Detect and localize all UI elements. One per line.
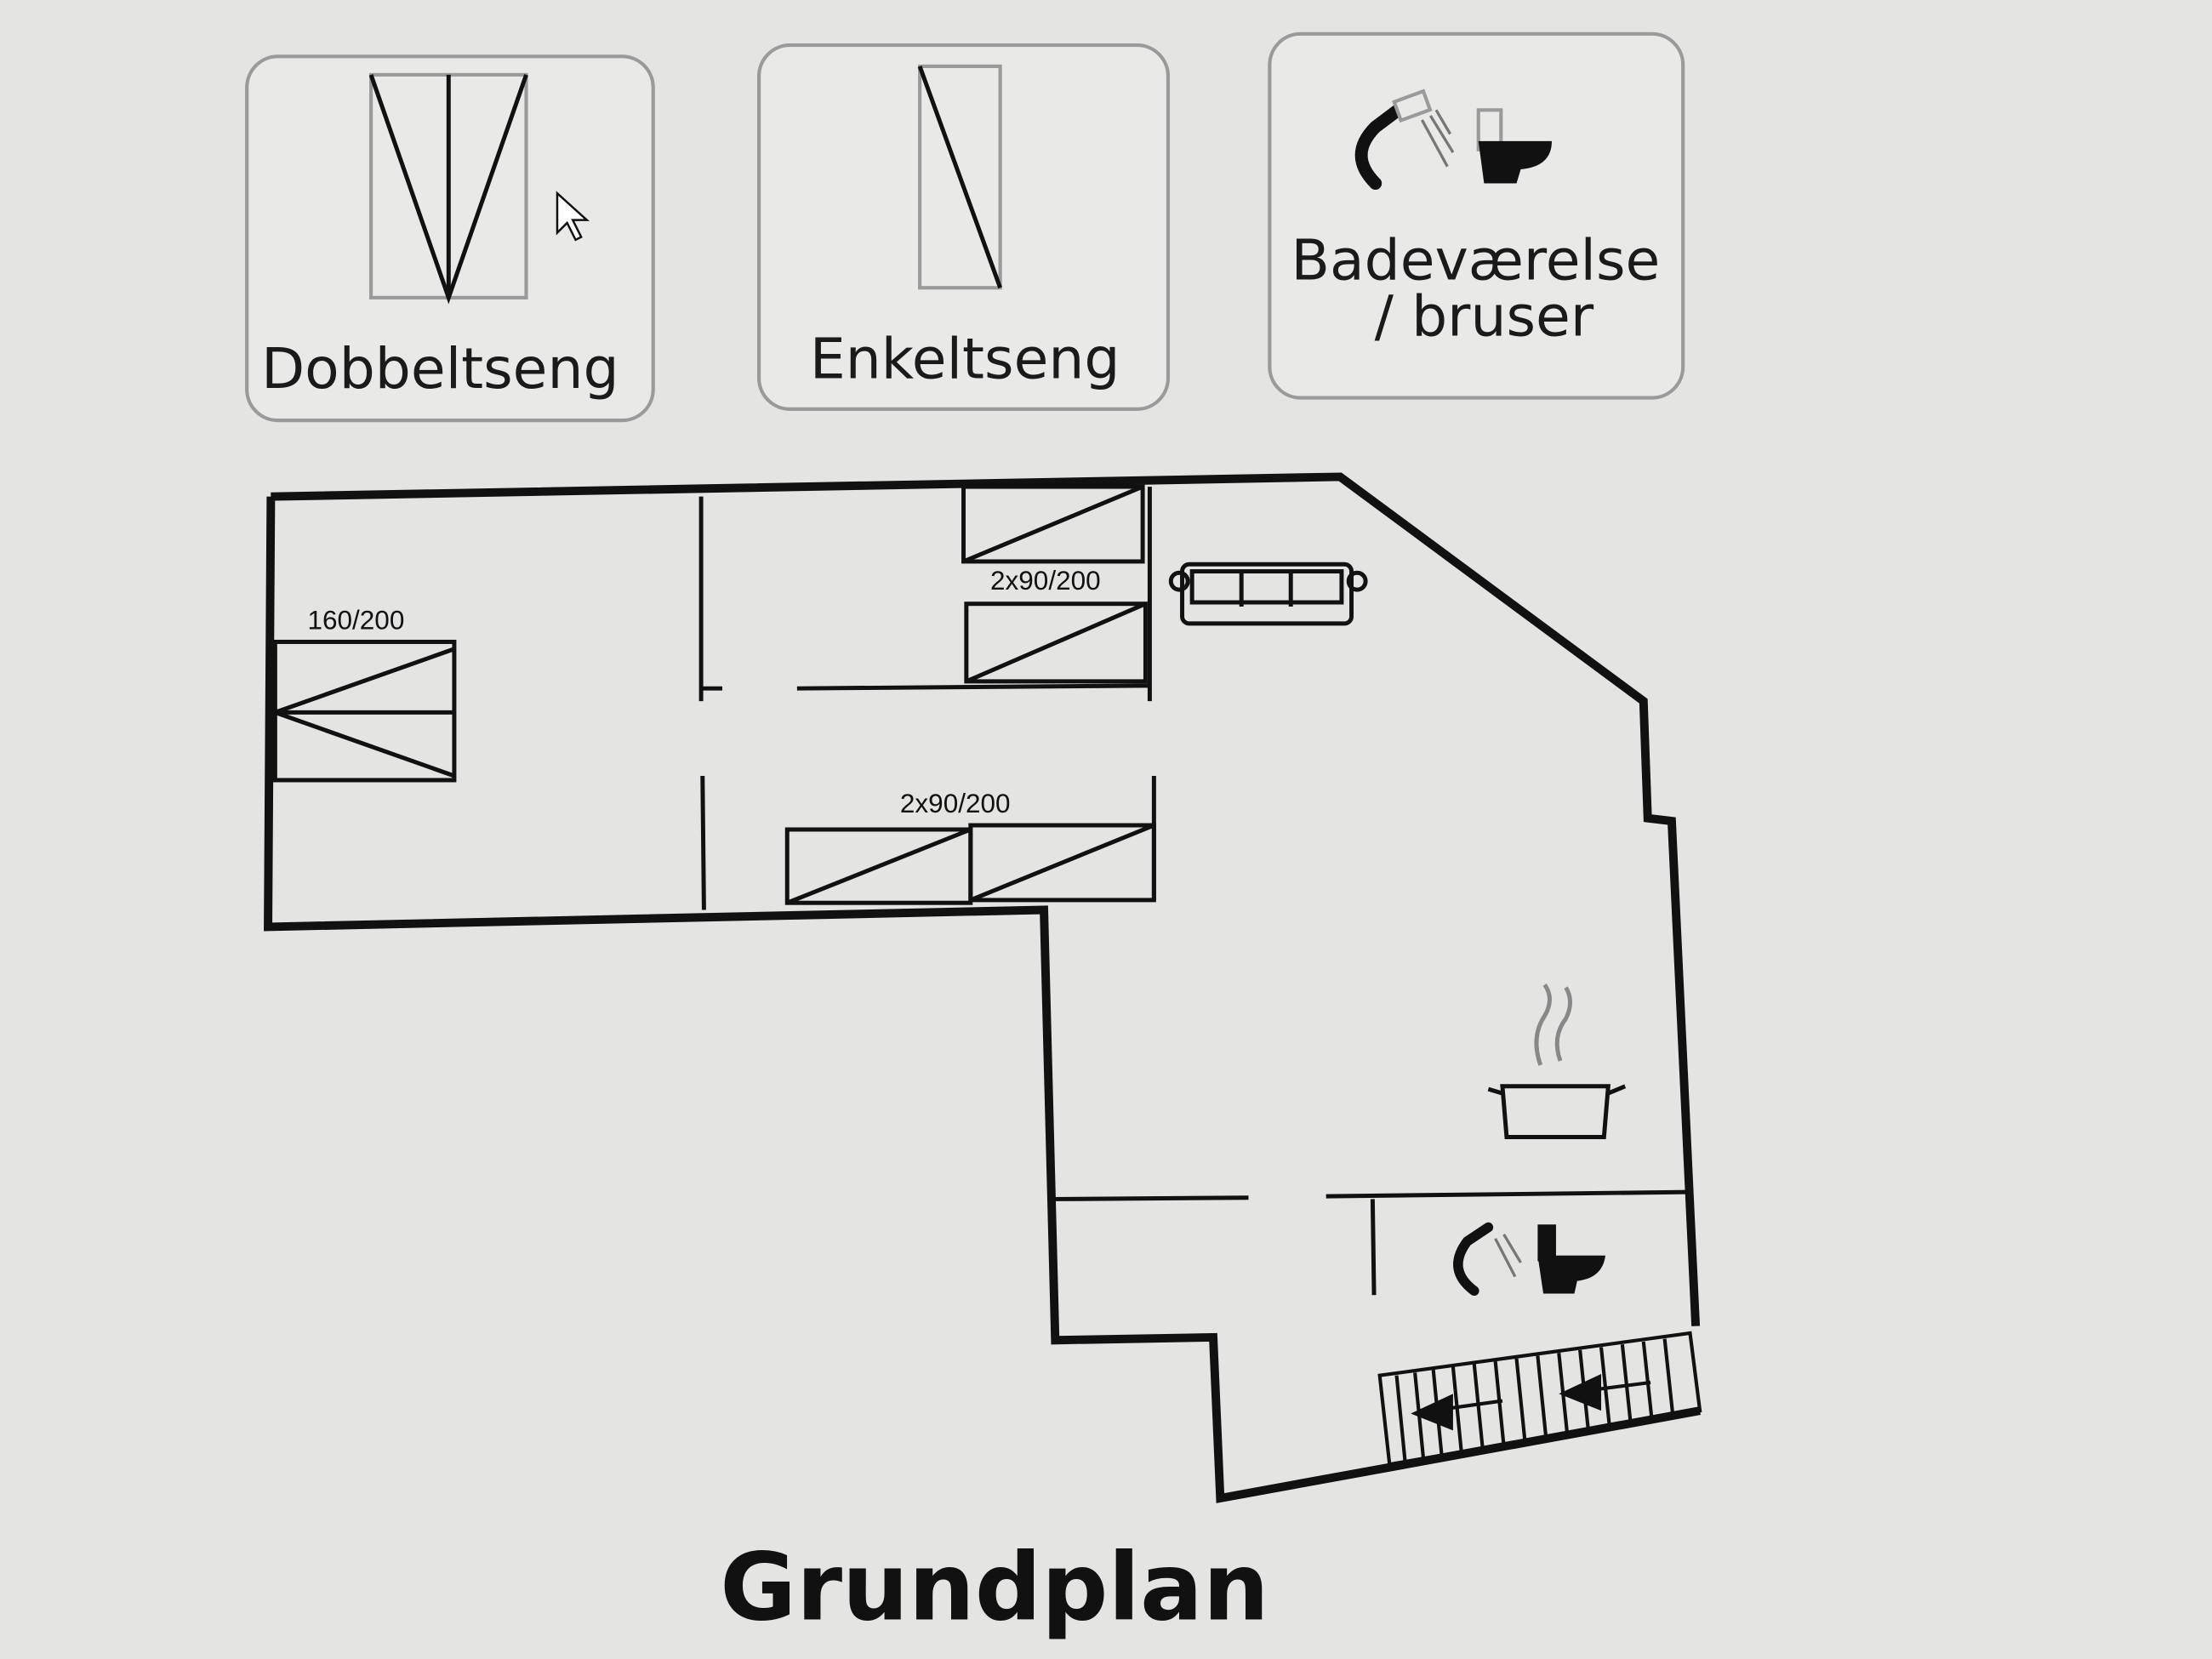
legend-double-bed-button[interactable]: Dobbeltseng bbox=[245, 54, 655, 423]
legend-bathroom-button[interactable]: Badeværelse / bruser bbox=[1268, 31, 1685, 400]
legend-bathroom-label-line2: / bruser bbox=[1375, 283, 1594, 350]
kitchen-pot-icon bbox=[1487, 983, 1627, 1139]
floor-plan: 160/200 2x90/200 2x90/200 bbox=[264, 472, 1702, 1503]
single-beds-bottom bbox=[784, 823, 1156, 905]
legend-double-bed-label: Dobbeltseng bbox=[261, 335, 619, 402]
sofa-icon bbox=[1168, 562, 1368, 626]
single-beds-top bbox=[961, 484, 1148, 684]
mouse-cursor-icon bbox=[556, 191, 590, 242]
bunk-top-size-label: 2x90/200 bbox=[990, 565, 1101, 596]
outer-walls bbox=[264, 472, 1701, 1503]
double-bed bbox=[272, 639, 457, 783]
stairs bbox=[1377, 1331, 1702, 1467]
bunk-bottom-size-label: 2x90/200 bbox=[900, 788, 1011, 818]
stairs-arrow-icon bbox=[1411, 1374, 1602, 1431]
shower-icon bbox=[1354, 88, 1455, 191]
plan-title: Grundplan bbox=[720, 1533, 1268, 1642]
legend-bathroom-label-line1: Badeværelse bbox=[1291, 226, 1661, 293]
legend-single-bed-button[interactable]: Enkeltseng bbox=[757, 43, 1171, 411]
double-bed-icon bbox=[368, 72, 528, 305]
double-bed-size-label: 160/200 bbox=[307, 605, 404, 636]
legend-single-bed-label: Enkeltseng bbox=[810, 325, 1120, 391]
toilet-icon bbox=[1476, 108, 1552, 184]
bathroom-shower-icon bbox=[1453, 1222, 1522, 1297]
single-bed-icon bbox=[917, 64, 1002, 290]
interior-walls bbox=[698, 487, 1689, 1296]
bathroom-toilet-icon bbox=[1537, 1224, 1605, 1294]
